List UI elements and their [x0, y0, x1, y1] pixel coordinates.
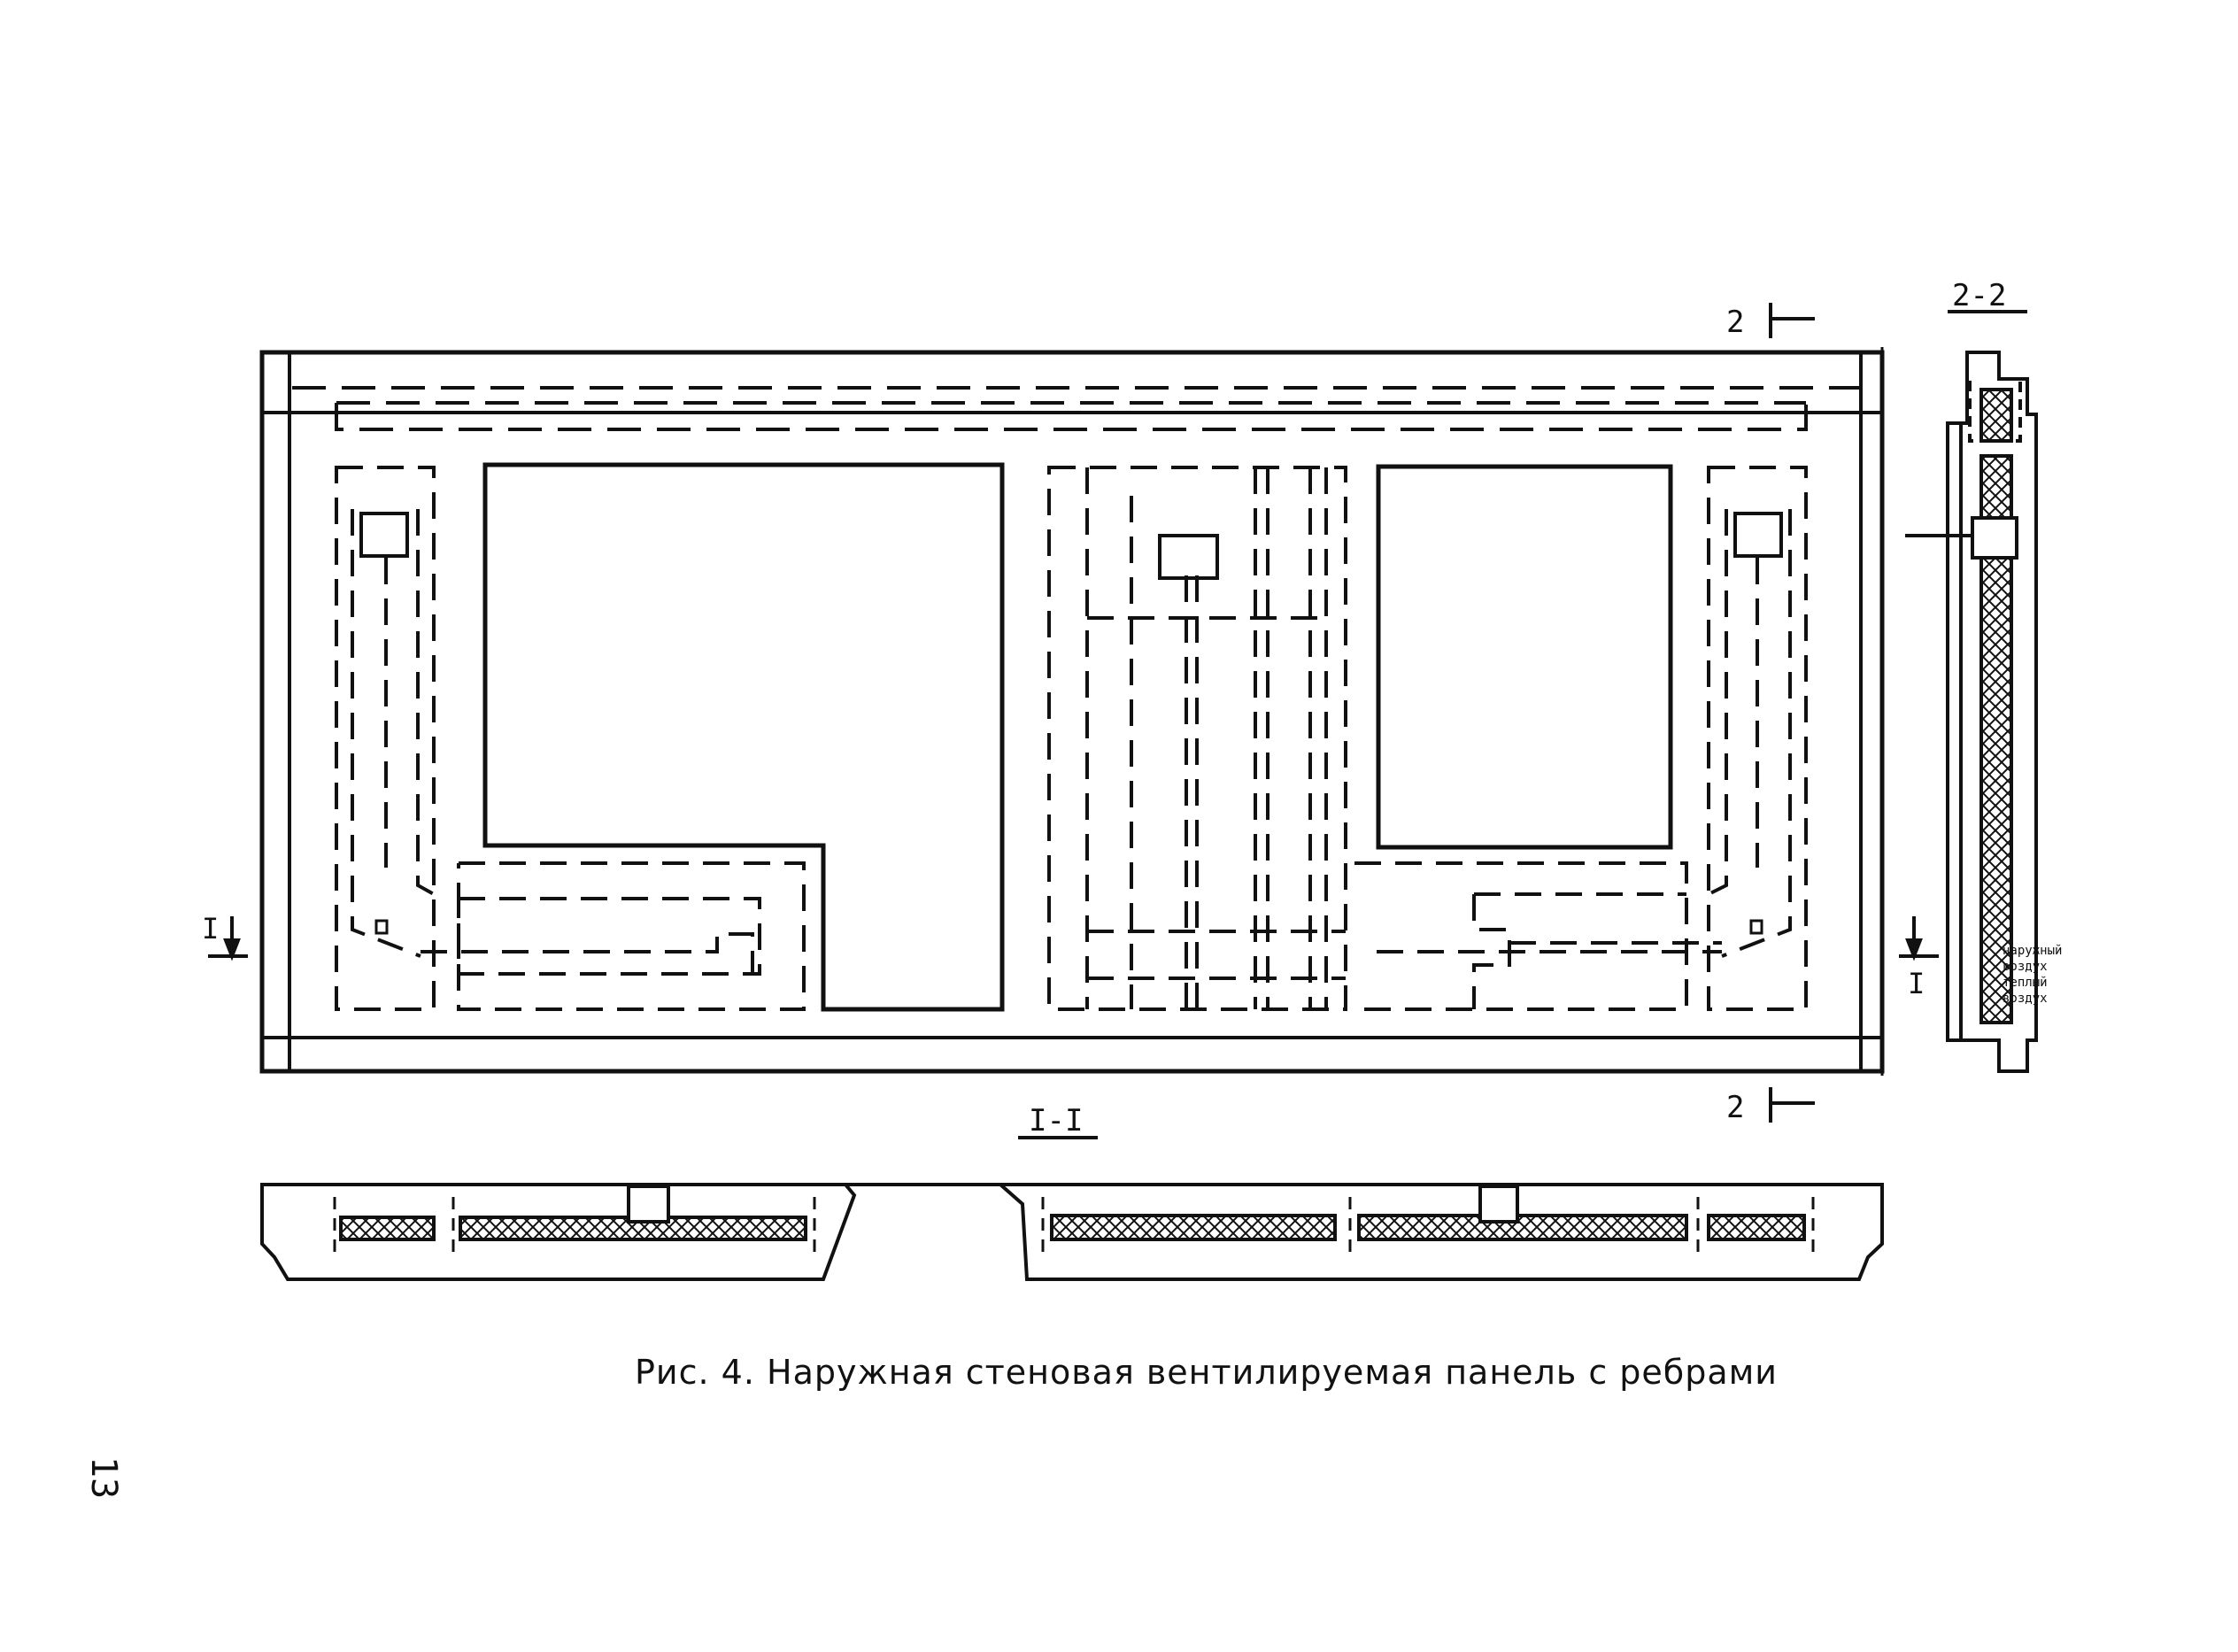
- section-2-2-profile: [1905, 351, 2038, 1073]
- section-1-1-title: I-I: [1029, 1103, 1083, 1139]
- section-marker-1-right-label: I: [1908, 967, 1925, 1000]
- figure-caption: Рис. 4. Наружная стеновая вентилируемая …: [635, 1353, 1778, 1392]
- svg-text:воздух: воздух: [2003, 960, 2048, 974]
- svg-text:воздух: воздух: [2003, 992, 2048, 1006]
- page-number: 13: [83, 1456, 124, 1500]
- section-marker-2-top-label: 2: [1726, 305, 1744, 340]
- svg-text:теплый: теплый: [2003, 976, 2048, 990]
- vent-box-middle: [1158, 534, 1219, 580]
- panel-outline: [259, 350, 1885, 1074]
- vent-small-left: [374, 919, 389, 935]
- section-marker-2-bottom: [1769, 1087, 1815, 1123]
- section-marker-2-bottom-label: 2: [1726, 1090, 1744, 1125]
- vent-box-right: [1733, 512, 1783, 558]
- window-opening-left: [482, 462, 1005, 1012]
- section-1-1-profile: [260, 1183, 1884, 1281]
- section-2-2-notes: наружный воздух теплый воздух: [2003, 944, 2062, 1006]
- section-marker-1-left: [208, 916, 248, 961]
- vent-small-right: [1749, 919, 1763, 935]
- section-marker-2-top: [1769, 303, 1815, 338]
- section-2-2-title: 2-2: [1952, 278, 2006, 313]
- section-marker-1-right: [1899, 916, 1939, 961]
- section-marker-1-left-label: I: [202, 912, 219, 946]
- vent-box-left: [359, 512, 409, 558]
- panel-elevation: [259, 347, 1885, 1076]
- svg-text:наружный: наружный: [2003, 944, 2062, 958]
- window-opening-right: [1376, 464, 1673, 850]
